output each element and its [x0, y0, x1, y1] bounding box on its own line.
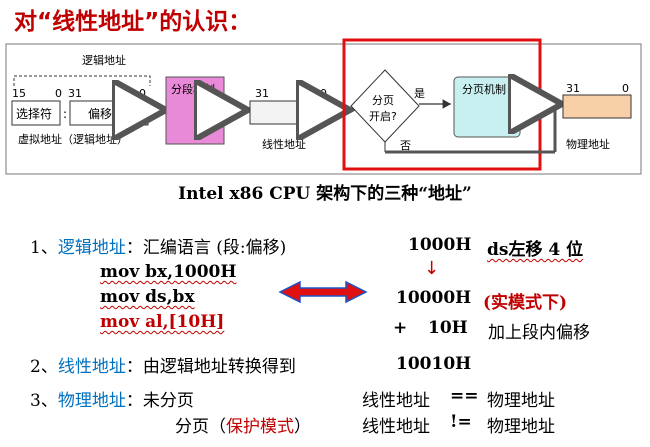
yes-label: 是	[414, 87, 425, 100]
paging-line: 分页（保护模式）	[175, 412, 311, 437]
paging-desc-post: ）	[294, 417, 311, 437]
double-arrow-icon	[278, 280, 368, 304]
page-title: 对“线性地址”的认识：	[14, 9, 252, 35]
linear-base-value: 10000H	[396, 288, 472, 308]
bit-0-label-b: 0	[139, 87, 146, 100]
shift-note: ds左移 4 位	[487, 235, 583, 260]
physical-address-line: 3、物理地址：未分页	[30, 386, 194, 411]
linear-address-value: 10010H	[396, 354, 472, 374]
offset-value: 10H	[428, 318, 468, 338]
bit-31-label-d: 31	[566, 82, 580, 95]
neq-rhs: 物理地址	[487, 417, 555, 437]
logical-address-desc: 汇编语言 (段:偏移)	[142, 238, 287, 258]
paging-desc-pre: 分页（	[175, 417, 226, 437]
bit-15-label: 15	[12, 87, 26, 100]
bit-31-label-a: 31	[68, 87, 82, 100]
neq-operator: !=	[450, 412, 472, 432]
diagram-caption: Intel x86 CPU 架构下的三种“地址”	[178, 184, 472, 204]
code-line-1-text: mov bx,1000H	[100, 262, 237, 282]
offset-label: 偏移值	[88, 106, 124, 121]
plus-sign: +	[393, 318, 408, 338]
address-translation-diagram: 逻辑地址 15 0 31 0 选择符 : 偏移值 虚拟地址（逻辑地址） 分段机制…	[5, 38, 642, 175]
real-mode-note: (实模式下)	[483, 293, 568, 313]
paging-label: 分页机制	[462, 82, 506, 96]
eq-rhs: 物理地址	[487, 391, 555, 411]
selector-box	[11, 100, 61, 126]
linear-address-box	[249, 100, 331, 125]
bit-0-label-d: 0	[622, 82, 629, 95]
down-arrow-icon: ↓	[424, 258, 440, 279]
item-number: 2、	[30, 357, 58, 377]
decision-label-line2: 开启?	[369, 110, 397, 123]
offset-note: 加上段内偏移	[488, 323, 590, 343]
item-colon: ：	[125, 357, 143, 377]
item-colon: ：	[125, 391, 143, 411]
eq-operator: ==	[450, 386, 479, 406]
selector-label: 选择符	[16, 106, 52, 121]
decision-label-line1: 分页	[372, 94, 394, 107]
neq-lhs: 线性地址	[362, 417, 430, 437]
virtual-address-label: 虚拟地址（逻辑地址）	[18, 132, 128, 146]
eq-lhs: 线性地址	[362, 391, 430, 411]
bit-0-label-c: 0	[320, 87, 327, 100]
logical-address-label: 逻辑地址	[82, 53, 126, 67]
linear-address-desc: 由逻辑地址转换得到	[142, 357, 296, 377]
item-number: 3、	[30, 391, 58, 411]
physical-address-label: 物理地址	[566, 137, 610, 151]
physical-address-term: 物理地址	[57, 391, 126, 411]
selector-colon: :	[63, 107, 67, 121]
linear-address-line: 2、线性地址：由逻辑地址转换得到	[30, 352, 296, 377]
code-line-3-text: mov al,[10H]	[100, 312, 225, 332]
code-line-1: mov bx,1000H	[100, 262, 236, 282]
segmentation-label: 分段机制	[171, 82, 215, 96]
linear-address-term: 线性地址	[57, 357, 126, 377]
code-line-2: mov ds,bx	[100, 287, 195, 307]
no-paging-desc: 未分页	[142, 391, 194, 411]
logical-address-term: 逻辑地址	[57, 238, 126, 258]
protected-mode-term: 保护模式	[226, 417, 294, 437]
shift-note-text: ds左移 4 位	[487, 240, 584, 260]
linear-address-label: 线性地址	[262, 137, 306, 151]
segment-value: 1000H	[408, 235, 472, 255]
item-number: 1、	[30, 238, 58, 258]
code-line-3: mov al,[10H]	[100, 312, 224, 332]
code-line-2-text: mov ds,bx	[100, 287, 195, 307]
bit-0-label-a: 0	[55, 87, 62, 100]
no-label: 否	[400, 139, 411, 152]
bit-31-label-c: 31	[255, 87, 269, 100]
logical-address-line: 1、逻辑地址：汇编语言 (段:偏移)	[30, 233, 286, 258]
physical-address-box	[562, 94, 632, 119]
item-colon: ：	[125, 238, 143, 258]
